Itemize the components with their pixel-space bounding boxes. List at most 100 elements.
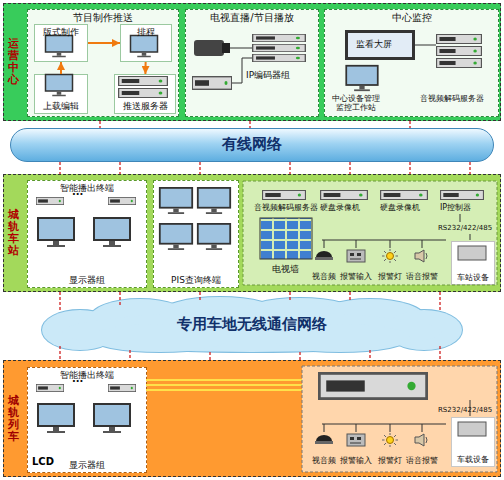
- terminal-icon: [36, 197, 63, 204]
- server-icon: [119, 89, 168, 98]
- node-label: 版式制作: [43, 27, 79, 37]
- node-label: 智能播出终端: [60, 183, 114, 193]
- node-label: 上载编辑: [43, 101, 79, 111]
- network-pipe: 有线网络: [10, 128, 494, 162]
- network-drop: [59, 162, 60, 174]
- network-drop: [99, 121, 100, 128]
- node-label: 显示器组: [69, 460, 105, 470]
- decoder-icon: [437, 59, 482, 68]
- flow-arrow: [88, 42, 120, 44]
- node-label: 推送服务器: [123, 101, 168, 111]
- monitor-icon: [197, 187, 231, 214]
- speaker-icon: [415, 250, 427, 262]
- camera-icon: [315, 435, 333, 444]
- equipment-panel: [302, 366, 497, 472]
- alarm-lamp-icon: [382, 249, 398, 263]
- monitor-icon: [37, 217, 75, 247]
- equipment-panel: [243, 181, 497, 285]
- cloud-outline: [62, 312, 442, 352]
- region-band: 运营中心 节目制作推送版式制作 排程上载编辑 推送服务器 电视直播/节目播放 中心监控: [3, 3, 501, 121]
- monitor-icon: [93, 217, 131, 247]
- bus-line: [146, 380, 302, 390]
- device-label: 报警输入: [340, 456, 372, 465]
- device-label: 硬盘录像机: [380, 203, 420, 212]
- device-label: 监看大屏: [356, 39, 392, 49]
- decoder-icon: [437, 35, 482, 44]
- device-label: 视音频: [312, 456, 336, 465]
- recorder-icon: [381, 191, 428, 200]
- node-label: 电视直播/节目播放: [210, 12, 293, 24]
- monitor-icon: [197, 223, 231, 250]
- device-label: RS232/422/485: [438, 406, 492, 414]
- network-drop: [59, 346, 60, 360]
- node-label: 中心监控: [392, 12, 432, 24]
- wire: [415, 45, 436, 46]
- recorder-icon: [321, 191, 368, 200]
- region-label: 城轨列车: [8, 394, 19, 442]
- device-label: 中心设备管理监控工作站: [330, 94, 382, 112]
- node-label: PIS查询终端: [171, 275, 221, 285]
- network-drop: [199, 162, 200, 174]
- bus-line: [146, 384, 302, 386]
- device-label: 硬盘录像机: [320, 203, 360, 212]
- device-label: LCD: [32, 456, 54, 468]
- wall-screen: [348, 33, 412, 57]
- encoder-icon: [253, 54, 306, 61]
- network-drop: [289, 292, 290, 300]
- speaker-icon: [415, 434, 427, 446]
- network-drop: [469, 162, 470, 174]
- device-label: 报警灯: [378, 272, 402, 281]
- equipment-icon: [458, 422, 486, 436]
- monitor-icon: [130, 35, 159, 58]
- function-box: 版式制作: [34, 24, 88, 62]
- device-label: RS232/422/485: [438, 224, 492, 232]
- encoder-icon: [253, 44, 306, 51]
- node-label: 有线网络: [222, 136, 282, 153]
- monitor-icon: [45, 74, 74, 97]
- group-box: PIS查询终端: [153, 180, 239, 288]
- decoder-icon: [437, 47, 482, 56]
- device-label: ···: [72, 376, 83, 388]
- network-drop: [199, 292, 200, 300]
- device-label: 音视频解码服务器: [420, 94, 484, 103]
- network-drop: [209, 352, 210, 360]
- workstation-icon: [345, 65, 378, 91]
- network-drop: [129, 350, 130, 360]
- server-icon: [119, 77, 168, 86]
- controller-icon: [441, 191, 484, 200]
- flow-arrow: [144, 62, 146, 74]
- device-label: IP控制器: [440, 203, 471, 212]
- network-drop: [249, 121, 250, 128]
- node-label: 车载设备: [457, 455, 489, 464]
- function-box: 排程: [120, 24, 172, 62]
- network-drop: [439, 346, 440, 360]
- device-label: ···: [72, 189, 83, 201]
- group-box: 节目制作推送版式制作 排程上载编辑 推送服务器: [27, 9, 179, 117]
- bus-line: [146, 389, 302, 391]
- group-box: 电视直播/节目播放: [185, 9, 319, 117]
- function-box: 上载编辑: [34, 74, 88, 114]
- wire: [322, 400, 470, 432]
- device-label: 报警灯: [378, 456, 402, 465]
- node-label: 专用车地无线通信网络: [177, 316, 327, 333]
- alarm-input-icon: [347, 250, 365, 262]
- bus-line: [146, 379, 302, 381]
- terminal-icon: [36, 384, 63, 391]
- network-drop: [409, 121, 410, 128]
- network-drop: [409, 162, 410, 174]
- network-drop: [349, 162, 350, 174]
- device-label: 语音报警: [406, 456, 438, 465]
- video-camera: [194, 40, 230, 56]
- group-box: 智能播出终端显示器组: [27, 180, 147, 288]
- monitor-icon: [159, 223, 193, 250]
- terminal-icon: [108, 384, 135, 391]
- function-box: 推送服务器: [114, 74, 176, 114]
- node-label: 节目制作推送: [73, 12, 133, 24]
- device-label: 报警输入: [340, 272, 372, 281]
- region-label: 运营中心: [8, 38, 19, 86]
- alarm-input-icon: [347, 434, 365, 446]
- region-label: 城轨车站: [8, 209, 19, 257]
- tv-wall: [260, 218, 312, 259]
- network-drop: [59, 292, 60, 312]
